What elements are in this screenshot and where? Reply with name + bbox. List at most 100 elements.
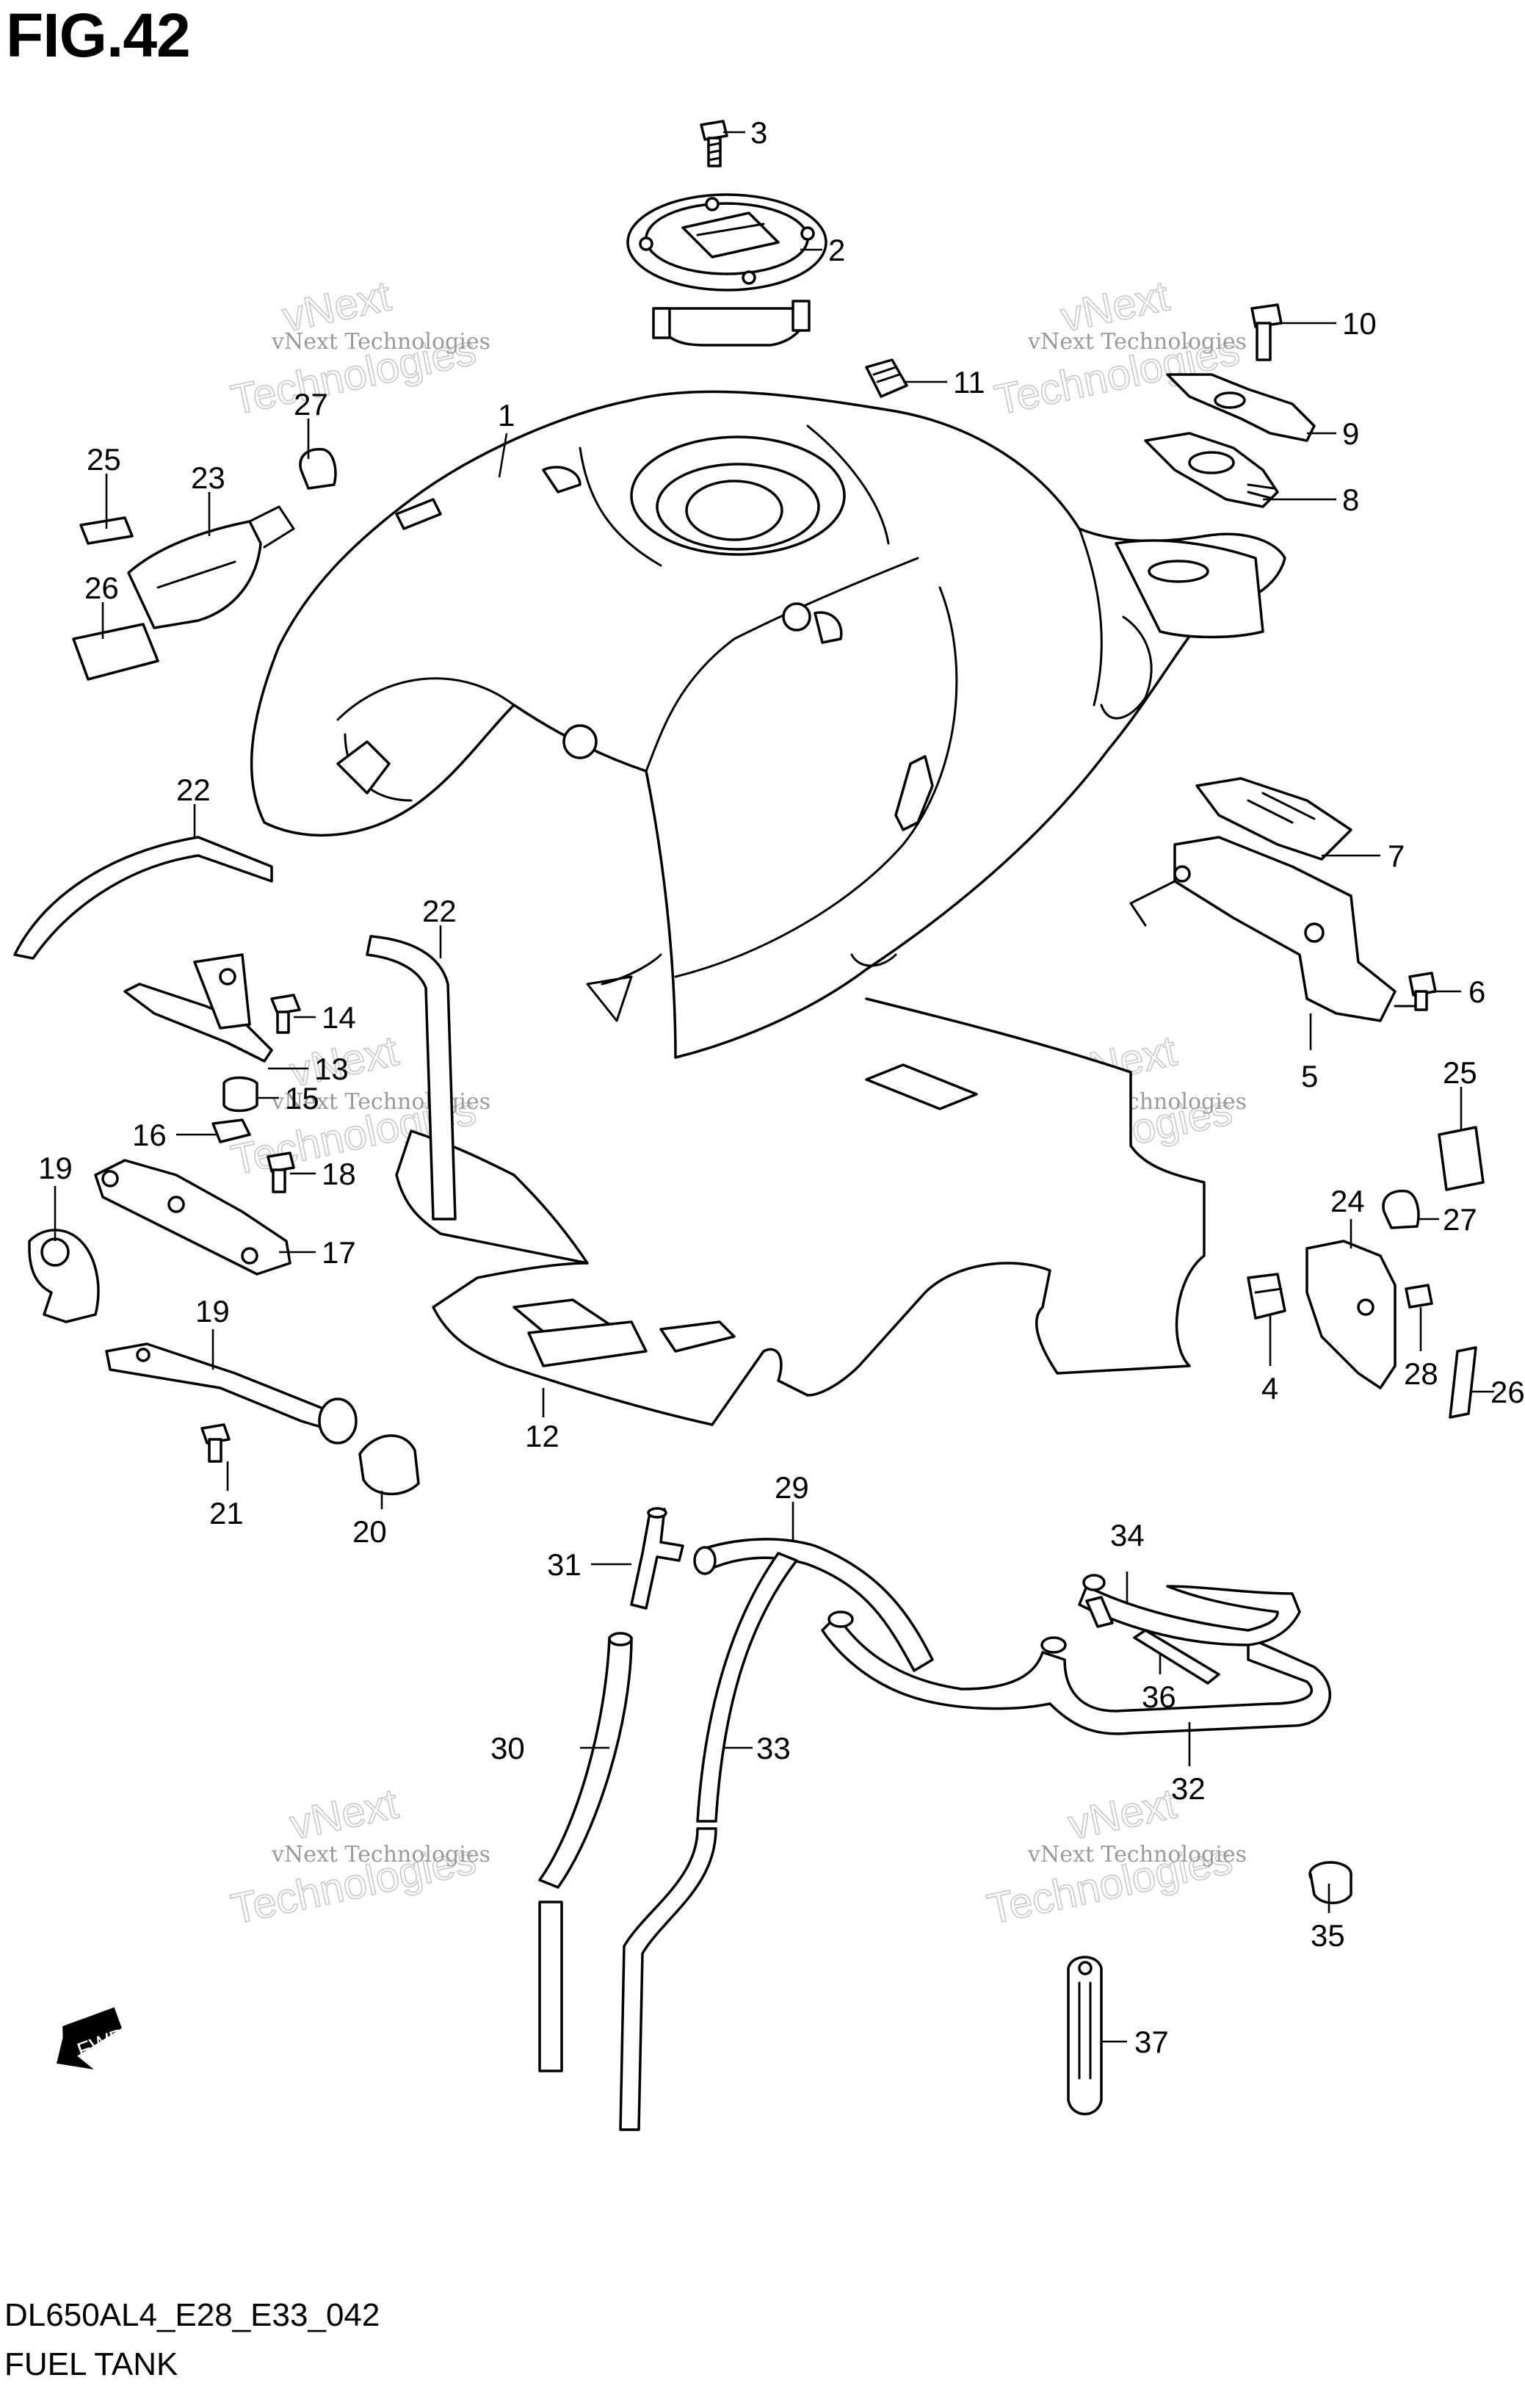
fuel-cap	[626, 193, 827, 347]
callout-8: 8	[1342, 482, 1359, 517]
drain-hose-22-left	[13, 836, 273, 960]
callout-19-lower: 19	[195, 1294, 230, 1328]
bracket-19-upper	[28, 1229, 100, 1323]
cover-24	[1305, 1240, 1397, 1389]
callout-20: 20	[352, 1514, 387, 1549]
bracket-17	[94, 1159, 291, 1276]
callout-4: 4	[1261, 1371, 1278, 1406]
callout-33: 33	[756, 1731, 791, 1765]
bolt-21	[200, 1423, 231, 1463]
callout-labels: 1 2 3 4 5 6 7 8 9 10 11 12 13 14 15 16 1…	[38, 115, 1525, 2059]
callout-28: 28	[1404, 1356, 1438, 1391]
callout-15: 15	[285, 1081, 319, 1116]
callout-13: 13	[314, 1052, 349, 1086]
svg-text:vNext: vNext	[286, 1779, 402, 1848]
callout-22-left: 22	[176, 773, 211, 807]
callout-37: 37	[1134, 2025, 1169, 2059]
svg-text:vNext Technologies: vNext Technologies	[1027, 329, 1247, 355]
stay-19-lower	[105, 1342, 347, 1433]
label-25-right	[1438, 1126, 1485, 1191]
drain-hose-22-middle	[366, 935, 457, 1221]
watermark-bottom-right: Technologies vNext Technologies vNext	[982, 1779, 1247, 1934]
bracket-13	[123, 953, 273, 1063]
callout-23: 23	[191, 460, 225, 495]
callout-11: 11	[953, 365, 985, 399]
callout-25-top: 25	[87, 442, 121, 477]
svg-text:vNext Technologies: vNext Technologies	[271, 1089, 490, 1115]
bracket-8	[1144, 432, 1279, 508]
callout-30: 30	[490, 1731, 525, 1765]
figure-title: FIG.42	[6, 1, 191, 70]
callout-17: 17	[322, 1235, 356, 1270]
hose-32	[821, 1610, 1331, 1735]
joint-31	[630, 1507, 684, 1610]
fuel-tank-body	[250, 390, 1286, 1059]
cushion-15	[222, 1076, 258, 1113]
svg-text:vNext: vNext	[1064, 1779, 1181, 1848]
callout-26-top: 26	[84, 571, 119, 605]
label-26-right	[1449, 1346, 1477, 1419]
cushion-7	[1195, 777, 1352, 861]
callout-21: 21	[209, 1496, 244, 1530]
callout-3: 3	[750, 115, 767, 150]
hose-33	[619, 1552, 798, 2131]
cushion-20	[318, 1398, 420, 1496]
diagram-code: DL650AL4_E28_E33_042	[4, 2297, 380, 2333]
svg-text:vNext Technologies: vNext Technologies	[1027, 1842, 1247, 1868]
callout-26-right: 26	[1490, 1375, 1525, 1409]
callout-36: 36	[1142, 1680, 1176, 1714]
cushion-11	[865, 358, 908, 398]
diagram-name: FUEL TANK	[4, 2346, 178, 2382]
callout-27-right: 27	[1443, 1202, 1477, 1237]
heat-insulator-pad	[395, 953, 1206, 1426]
callout-1: 1	[498, 398, 515, 433]
callout-34: 34	[1110, 1518, 1145, 1552]
washer-16	[211, 1118, 251, 1143]
rear-bracket-5	[1129, 836, 1419, 1022]
callout-25-right: 25	[1443, 1055, 1477, 1090]
callout-31: 31	[547, 1547, 582, 1582]
callout-35: 35	[1311, 1918, 1345, 1953]
leader-lines	[54, 131, 1494, 2043]
label-25-top	[79, 516, 134, 545]
callout-12: 12	[525, 1419, 559, 1453]
callout-9: 9	[1342, 416, 1359, 451]
bolt-14	[270, 994, 301, 1034]
cover-23	[127, 505, 295, 629]
callout-19-upper: 19	[38, 1151, 73, 1185]
callout-32: 32	[1171, 1771, 1206, 1806]
callout-5: 5	[1301, 1059, 1318, 1093]
callout-24: 24	[1330, 1184, 1365, 1218]
hose-34	[1078, 1574, 1301, 1646]
cap-27-right	[1382, 1190, 1420, 1229]
forward-arrow-icon: FWD	[57, 2007, 129, 2070]
cap-27-top	[299, 448, 337, 490]
hose-36	[1133, 1629, 1220, 1685]
callout-29: 29	[775, 1470, 809, 1505]
callout-6: 6	[1468, 975, 1485, 1009]
callout-10: 10	[1342, 306, 1377, 341]
callout-7: 7	[1388, 839, 1405, 873]
callout-27-top: 27	[294, 387, 328, 422]
clamp-35	[1308, 1861, 1352, 1904]
watermark-top-left: Technologies vNext Technologies vNext	[226, 272, 490, 425]
callout-16: 16	[132, 1118, 167, 1152]
bolt-18	[267, 1151, 295, 1193]
clip-4	[1247, 1273, 1286, 1320]
callout-14: 14	[322, 1000, 356, 1035]
hose-30	[538, 1632, 633, 2072]
clamp-37	[1067, 1956, 1103, 2116]
bolt-10	[1250, 303, 1283, 361]
callout-18: 18	[322, 1157, 356, 1191]
callout-2: 2	[828, 233, 845, 267]
nut-28	[1405, 1284, 1433, 1309]
svg-text:vNext Technologies: vNext Technologies	[271, 329, 490, 355]
bolt-3	[700, 120, 728, 167]
svg-text:vNext Technologies: vNext Technologies	[271, 1842, 490, 1868]
label-26-top	[72, 623, 159, 681]
bracket-9	[1166, 373, 1316, 442]
bolt-6	[1408, 972, 1437, 1011]
callout-22-middle: 22	[422, 894, 457, 928]
watermark-bottom-left: Technologies vNext Technologies vNext	[226, 1779, 490, 1934]
